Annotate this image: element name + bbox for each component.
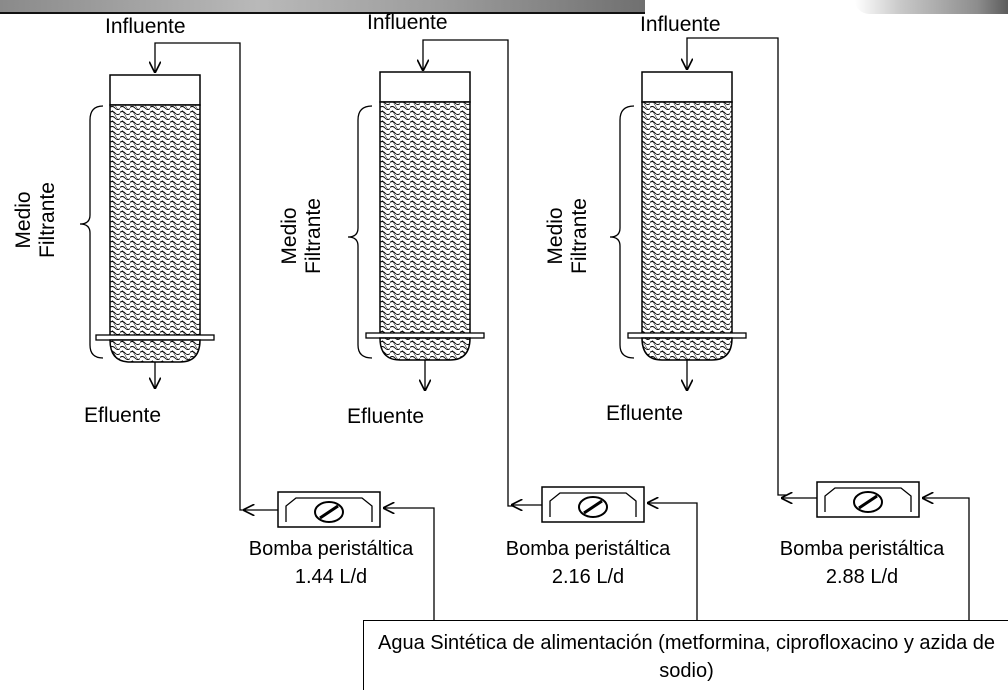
column-2-bottom-cone (379, 337, 471, 361)
column-3-media-label: Medio Filtrante (544, 166, 592, 306)
column-1-media-label: Medio Filtrante (12, 150, 60, 290)
filter-column-2 (347, 39, 698, 625)
column-2-effluent-label: Efluente (347, 405, 425, 428)
feed-water-label: Agua Sintética de alimentación (metformi… (378, 632, 995, 682)
column-2-influent-label: Influente (367, 11, 448, 34)
column-1-media-label-line2: Filtrante (36, 182, 59, 258)
column-3-influent-line (687, 37, 786, 496)
pump-1-flow-rate: 1.44 L/d (294, 566, 368, 588)
pump-1 (277, 491, 381, 528)
column-1-filter-media (109, 104, 201, 338)
column-3-effluent-label: Efluente (606, 402, 684, 425)
feed-water-reservoir: Agua Sintética de alimentación (metformi… (363, 620, 1008, 690)
column-2-media-bracket (347, 105, 373, 359)
pump-2-label: Bomba peristáltica (505, 538, 671, 560)
column-2-media-label-line1: Medio (278, 207, 301, 265)
pump-3-label: Bomba peristáltica (779, 538, 945, 560)
column-1-headspace (109, 74, 201, 106)
column-2-influent-line (423, 39, 514, 507)
column-1-bottom-cone (109, 339, 201, 363)
column-3-media-bracket (609, 105, 635, 359)
column-2-media-label: Medio Filtrante (278, 166, 326, 306)
pump-2-flow-rate: 2.16 L/d (551, 566, 625, 588)
pump-3-inlet-line (923, 498, 970, 625)
filter-column-1 (79, 42, 435, 625)
column-1-effluent-label: Efluente (84, 404, 162, 427)
column-3-headspace (641, 71, 733, 103)
column-1-influent-line (155, 42, 246, 511)
column-3-filter-media (641, 101, 733, 335)
column-3-bottom-cone (641, 337, 733, 361)
pump-3-flow-rate: 2.88 L/d (825, 566, 899, 588)
pump-1-inlet-line (384, 508, 435, 625)
photo-fragment-right (855, 0, 1008, 14)
column-2-media-label-line2: Filtrante (302, 198, 325, 274)
column-1-media-label-line1: Medio (12, 191, 35, 249)
pump-2-inlet-line (648, 503, 698, 625)
column-3-media-label-line1: Medio (544, 207, 567, 265)
filter-column-3 (609, 37, 970, 625)
column-2-filter-media (379, 101, 471, 335)
photo-fragment-left (0, 0, 645, 14)
column-2-headspace (379, 71, 471, 103)
column-1-media-bracket (79, 105, 104, 359)
column-3-media-label-line2: Filtrante (568, 198, 591, 274)
pump-2 (541, 486, 645, 523)
pump-3 (816, 481, 920, 518)
column-3-influent-label: Influente (640, 13, 721, 36)
column-1-influent-label: Influente (105, 15, 186, 38)
pump-1-label: Bomba peristáltica (248, 538, 414, 560)
